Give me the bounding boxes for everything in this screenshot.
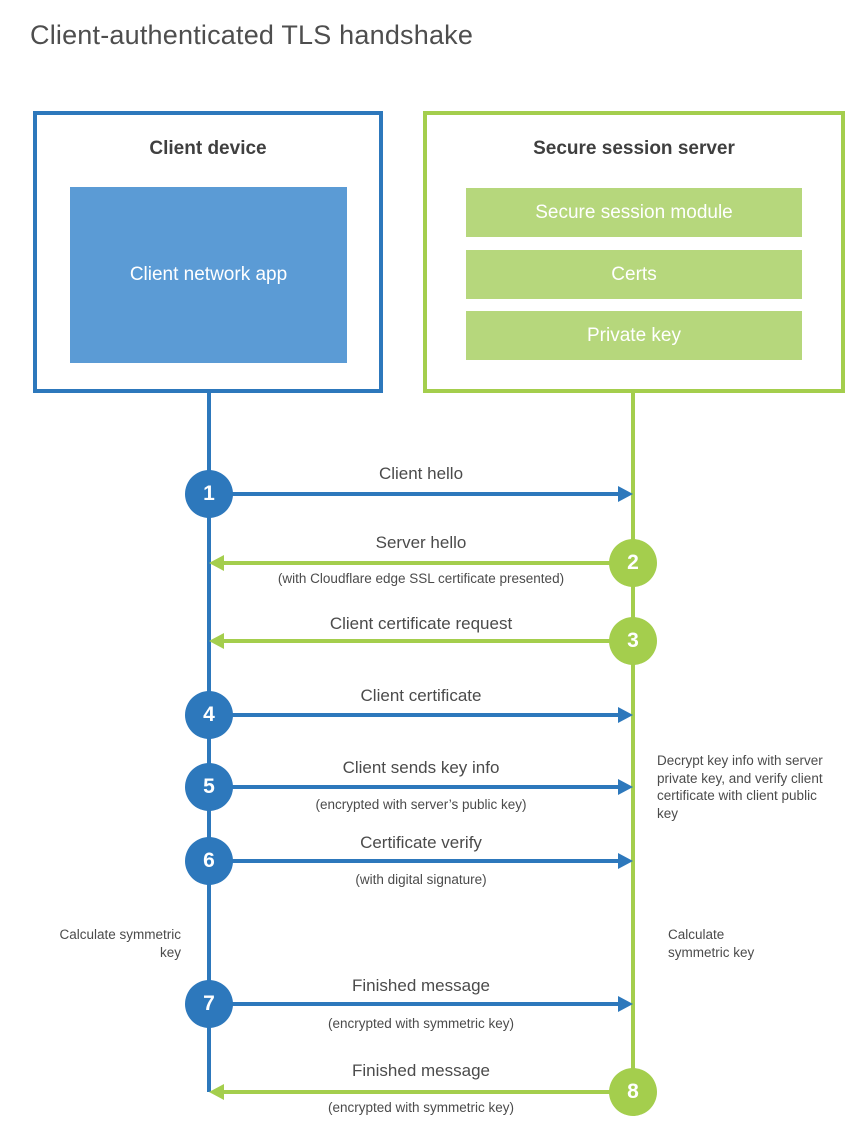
calculate-symmetric-key-note-right: Calculate symmetric key (668, 927, 755, 960)
step-6-arrow-shaft (209, 859, 619, 863)
step-6-subtitle: (with digital signature) (355, 872, 487, 887)
step-1-arrow-shaft (209, 492, 619, 496)
server-module-certs: Certs (466, 250, 802, 299)
step-8-arrowhead-icon (209, 1084, 224, 1100)
step-6-label: Certificate verify (360, 833, 482, 852)
step-6-marker: 6 (185, 837, 233, 885)
step-2-arrow-shaft (223, 561, 633, 565)
server-module-secure-session: Secure session module (466, 188, 802, 237)
step-5-marker: 5 (185, 763, 233, 811)
server-module-private-key: Private key (466, 311, 802, 360)
step-5-subtitle: (encrypted with server’s public key) (315, 797, 527, 812)
step-7-label: Finished message (352, 976, 490, 995)
step-2-label: Server hello (375, 533, 467, 552)
step-4-marker: 4 (185, 691, 233, 739)
step-1-label: Client hello (378, 464, 464, 483)
step-8-label: Finished message (352, 1061, 490, 1080)
step-8-subtitle: (encrypted with symmetric key) (327, 1100, 515, 1115)
client-lifeline (207, 391, 211, 1092)
step-3-marker: 3 (609, 617, 657, 665)
step-8-arrow-shaft (223, 1090, 633, 1094)
step-2-subtitle: (with Cloudflare edge SSL certificate pr… (277, 571, 565, 586)
step-4-arrowhead-icon (618, 707, 633, 723)
step-6-arrowhead-icon (618, 853, 633, 869)
step-4-arrow-shaft (209, 713, 619, 717)
step-1-arrowhead-icon (618, 486, 633, 502)
step-3-label: Client certificate request (329, 614, 513, 633)
step-7-subtitle: (encrypted with symmetric key) (327, 1016, 515, 1031)
decrypt-note: Decrypt key info with server private key… (657, 753, 823, 821)
step-3-arrowhead-icon (209, 633, 224, 649)
step-3-arrow-shaft (223, 639, 633, 643)
step-5-arrowhead-icon (618, 779, 633, 795)
step-1-marker: 1 (185, 470, 233, 518)
server-title: Secure session server (533, 138, 735, 159)
step-7-arrowhead-icon (618, 996, 633, 1012)
step-8-marker: 8 (609, 1068, 657, 1116)
step-5-arrow-shaft (209, 785, 619, 789)
calculate-symmetric-key-note-left: Calculate symmetric key (59, 927, 181, 960)
page-title: Client-authenticated TLS handshake (30, 20, 474, 50)
client-network-app-box: Client network app (70, 187, 347, 363)
server-lifeline (631, 391, 635, 1092)
client-device-title: Client device (149, 138, 267, 159)
step-7-arrow-shaft (209, 1002, 619, 1006)
step-7-marker: 7 (185, 980, 233, 1028)
step-4-label: Client certificate (360, 686, 482, 705)
step-2-arrowhead-icon (209, 555, 224, 571)
step-2-marker: 2 (609, 539, 657, 587)
step-5-label: Client sends key info (342, 758, 500, 777)
